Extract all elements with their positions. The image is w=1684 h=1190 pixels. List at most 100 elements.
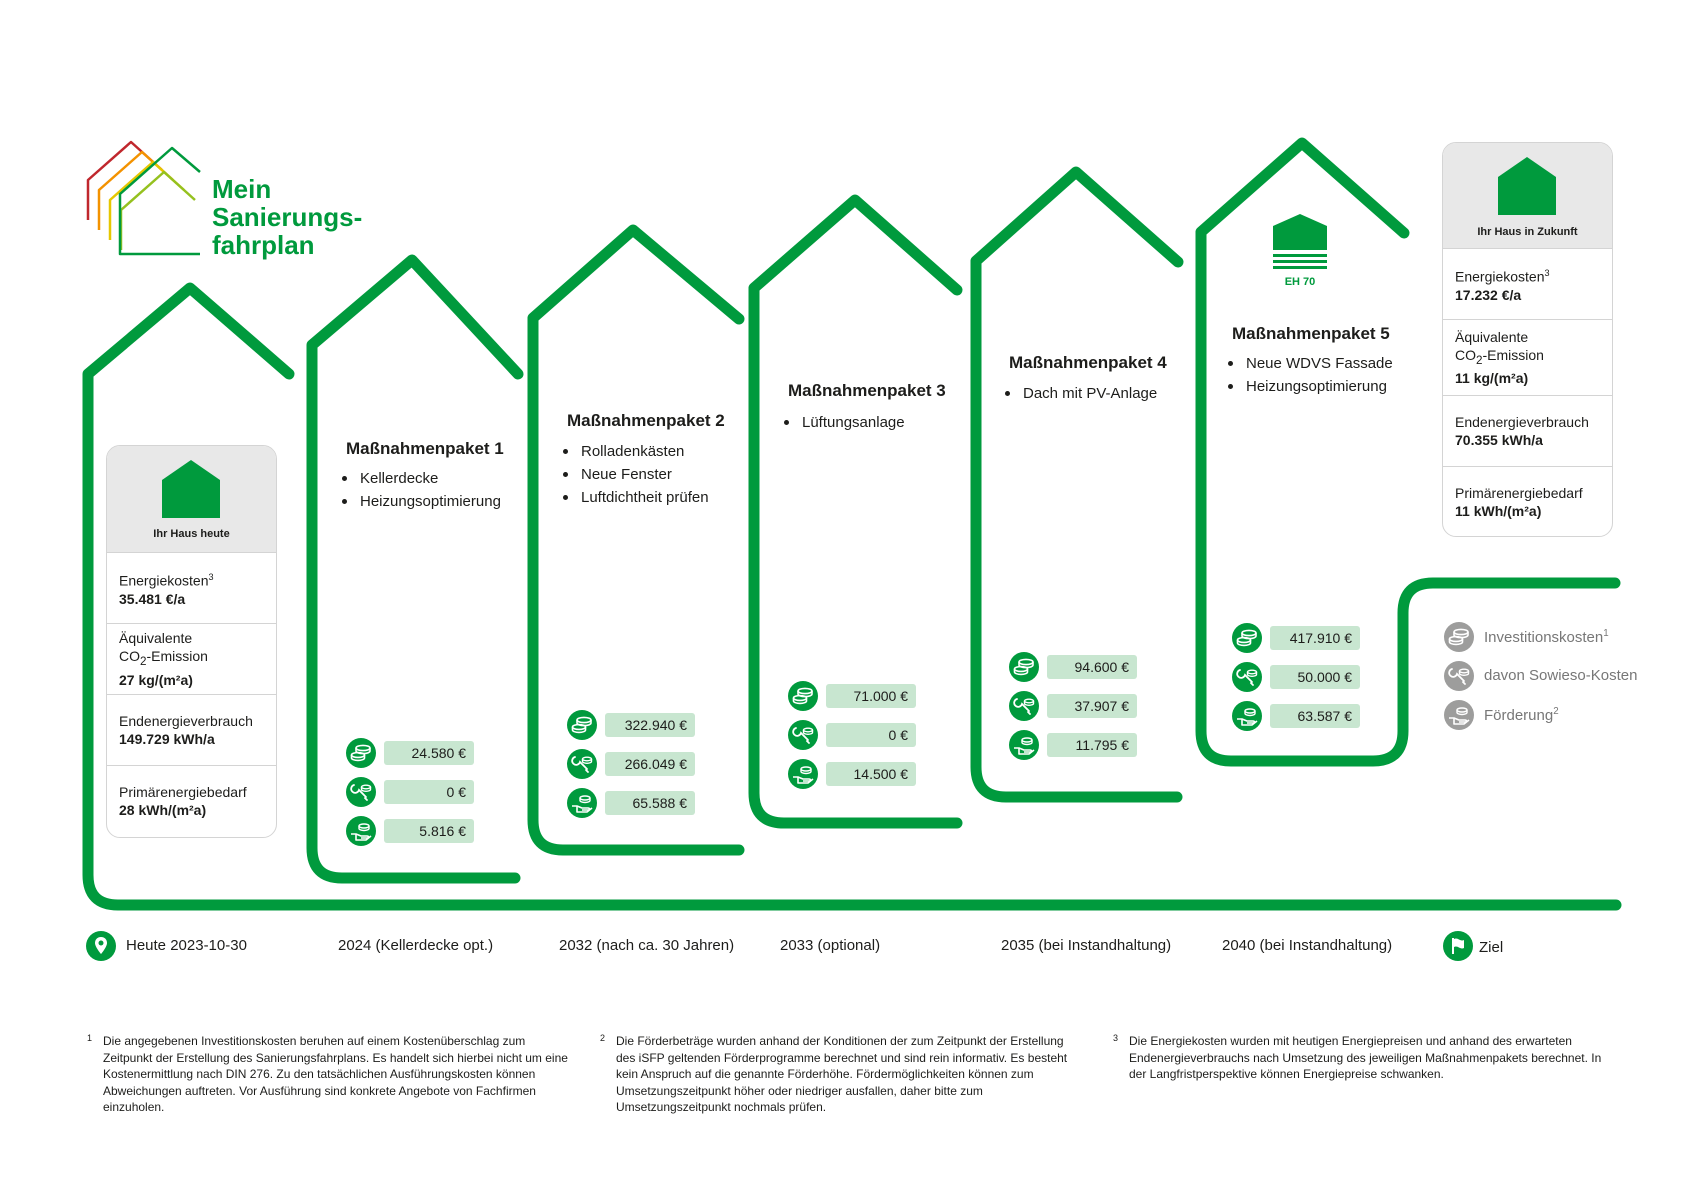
timeline-step-4: 2035 (bei Instandhaltung) — [1001, 937, 1172, 954]
footnote-text: Die Förderbeträge wurden anhand der Kond… — [616, 1034, 1068, 1114]
wrench-coins-icon — [1009, 691, 1039, 721]
measure-item: Lüftungsanlage — [782, 411, 905, 434]
primary-energy-row: Primärenergiebedarf 28 kWh/(m²a) — [107, 765, 276, 836]
investment-cost-value: 24.580 € — [384, 741, 474, 765]
row-value: 28 kWh/(m²a) — [119, 802, 207, 818]
investment-cost-value: 71.000 € — [826, 684, 916, 708]
legend-label: Förderung2 — [1484, 706, 1559, 724]
footnote-text: Die angegebenen Investitionskosten beruh… — [103, 1034, 568, 1114]
hand-coins-icon — [788, 759, 818, 789]
row-key: Endenergieverbrauch — [119, 713, 253, 729]
legend-label: davon Sowieso-Kosten — [1484, 667, 1638, 684]
package-5-title: Maßnahmenpaket 5 — [1232, 324, 1390, 343]
wrench-coins-icon — [788, 720, 818, 750]
footnote-3: 3 Die Energiekosten wurden mit heutigen … — [1113, 1033, 1609, 1083]
package-4-measures: Dach mit PV-Anlage — [1003, 382, 1157, 405]
row-value: 149.729 kWh/a — [119, 731, 215, 747]
coins-icon — [346, 738, 376, 768]
timeline-step-3: 2033 (optional) — [780, 937, 881, 954]
funding-value: 11.795 € — [1047, 733, 1137, 757]
final-energy-row: Endenergieverbrauch 149.729 kWh/a — [107, 694, 276, 765]
hand-coins-icon — [346, 816, 376, 846]
package-1-measures: Kellerdecke Heizungsoptimierung — [340, 467, 501, 513]
efficiency-house-icon — [1273, 214, 1327, 269]
row-value: 11 kg/(m²a) — [1455, 370, 1529, 387]
measure-item: Heizungsoptimierung — [1226, 375, 1393, 398]
row-key: Endenergieverbrauch — [1455, 414, 1589, 430]
energy-costs-row: Energiekosten3 35.481 €/a — [107, 552, 276, 623]
package-2-costs: 322.940 € 266.049 € 65.588 € — [567, 710, 707, 820]
coins-icon — [788, 681, 818, 711]
sowieso-cost-value: 0 € — [384, 780, 474, 804]
timeline-goal: Ziel — [1479, 939, 1504, 956]
wrench-coins-icon — [346, 777, 376, 807]
package-3-costs: 71.000 € 0 € 14.500 € — [788, 681, 928, 791]
row-value: 17.232 €/a — [1455, 286, 1522, 303]
timeline-step-1: 2024 (Kellerdecke opt.) — [338, 937, 494, 954]
logo-line-2: Sanierungs- — [212, 202, 363, 232]
funding-value: 65.588 € — [605, 791, 695, 815]
logo-line-1: Mein — [212, 174, 272, 204]
row-key-2: CO2-Emission — [1455, 346, 1544, 367]
sowieso-cost-value: 50.000 € — [1270, 665, 1360, 689]
package-1-title: Maßnahmenpaket 1 — [346, 439, 504, 458]
today-house-card: Ihr Haus heute Energiekosten3 35.481 €/a… — [106, 445, 277, 838]
co2-row: Äquivalente CO2-Emission 11 kg/(m²a) — [1443, 319, 1612, 395]
row-value: 27 kg/(m²a) — [119, 671, 193, 688]
funding-value: 14.500 € — [826, 762, 916, 786]
row-key: Äquivalente — [1455, 328, 1529, 345]
logo-title: Mein Sanierungs- fahrplan — [212, 175, 362, 259]
footnote-number: 3 — [1113, 1033, 1119, 1043]
measure-item: Luftdichtheit prüfen — [561, 486, 709, 509]
measure-item: Kellerdecke — [340, 467, 501, 490]
package-2-title: Maßnahmenpaket 2 — [567, 411, 725, 430]
row-value: 70.355 kWh/a — [1455, 432, 1543, 448]
location-pin-icon — [86, 931, 116, 961]
goal-flag-icon — [1443, 931, 1473, 961]
package-2-measures: Rolladenkästen Neue Fenster Luftdichthei… — [561, 440, 709, 509]
package-3-title: Maßnahmenpaket 3 — [788, 381, 946, 400]
primary-energy-row: Primärenergiebedarf 11 kWh/(m²a) — [1443, 466, 1612, 536]
efficiency-badge: EH 70 — [1284, 276, 1316, 288]
package-5-measures: Neue WDVS Fassade Heizungsoptimierung — [1226, 352, 1393, 398]
energy-costs-row: Energiekosten3 17.232 €/a — [1443, 248, 1612, 319]
hand-coins-icon — [567, 788, 597, 818]
funding-value: 5.816 € — [384, 819, 474, 843]
package-4-title: Maßnahmenpaket 4 — [1009, 353, 1167, 372]
row-value: 35.481 €/a — [119, 590, 186, 607]
funding-value: 63.587 € — [1270, 704, 1360, 728]
row-key: Energiekosten3 — [1455, 268, 1550, 285]
package-5-costs: 417.910 € 50.000 € 63.587 € — [1232, 623, 1372, 733]
coins-icon — [1444, 622, 1474, 652]
logo-line-3: fahrplan — [212, 230, 315, 260]
measure-item: Dach mit PV-Anlage — [1003, 382, 1157, 405]
wrench-coins-icon — [567, 749, 597, 779]
coins-icon — [567, 710, 597, 740]
footnote-number: 1 — [87, 1033, 93, 1043]
timeline-today: Heute 2023-10-30 — [126, 937, 247, 954]
measure-item: Heizungsoptimierung — [340, 490, 501, 513]
house-icon — [1498, 157, 1556, 215]
timeline-step-5: 2040 (bei Instandhaltung) — [1222, 937, 1393, 954]
footnote-text: Die Energiekosten wurden mit heutigen En… — [1129, 1034, 1602, 1081]
timeline-step-2: 2032 (nach ca. 30 Jahren) — [559, 937, 735, 954]
card-header: Ihr Haus in Zukunft — [1443, 143, 1612, 248]
sowieso-cost-value: 266.049 € — [605, 752, 695, 776]
row-key-2: CO2-Emission — [119, 648, 208, 668]
card-header: Ihr Haus heute — [107, 446, 276, 552]
legend-label: Investitionskosten1 — [1484, 628, 1609, 646]
final-energy-row: Endenergieverbrauch 70.355 kWh/a — [1443, 395, 1612, 466]
cost-legend: Investitionskosten1 davon Sowieso-Kosten… — [1444, 622, 1674, 732]
measure-item: Neue Fenster — [561, 463, 709, 486]
row-value: 11 kWh/(m²a) — [1455, 502, 1542, 519]
footnote-2: 2 Die Förderbeträge wurden anhand der Ko… — [600, 1033, 1086, 1116]
wrench-coins-icon — [1232, 662, 1262, 692]
card-label: Ihr Haus in Zukunft — [1477, 226, 1578, 238]
package-4-costs: 94.600 € 37.907 € 11.795 € — [1009, 652, 1149, 762]
house-icon — [162, 460, 220, 518]
sowieso-cost-value: 37.907 € — [1047, 694, 1137, 718]
footnote-1: 1 Die angegebenen Investitionskosten ber… — [87, 1033, 573, 1116]
package-1-costs: 24.580 € 0 € 5.816 € — [346, 738, 486, 848]
